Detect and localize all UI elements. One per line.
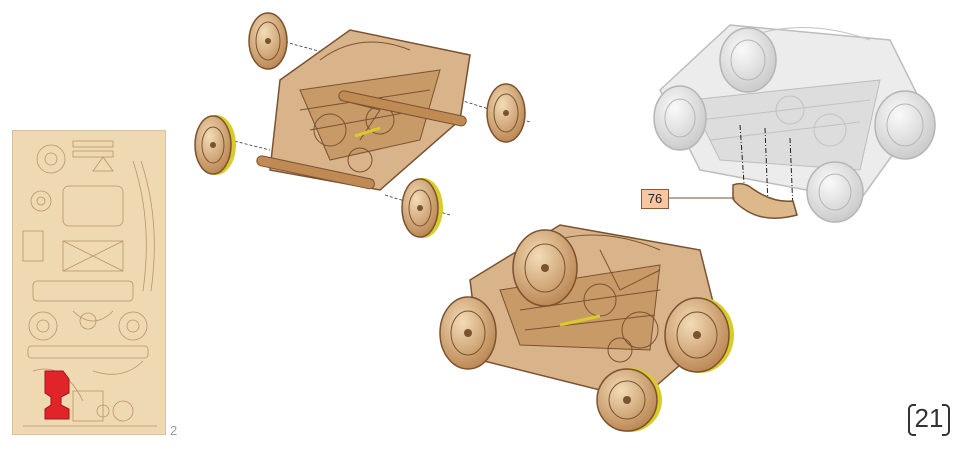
step-number-text: 21 <box>914 403 944 433</box>
part-number-callout: 76 <box>641 189 669 209</box>
exploded-wheels <box>194 12 526 238</box>
part-76 <box>667 124 798 219</box>
assembled-car <box>439 224 734 432</box>
step-number: 21 <box>908 402 950 436</box>
plywood-sheet <box>12 130 166 435</box>
sheet-page-number: 2 <box>170 423 178 438</box>
highlighted-part <box>44 370 70 420</box>
exploded-car <box>229 29 531 216</box>
plywood-sheet-drawing <box>22 140 157 427</box>
step-bracket-left <box>908 404 916 436</box>
ghost-car <box>653 24 936 223</box>
step-bracket-right <box>942 404 950 436</box>
